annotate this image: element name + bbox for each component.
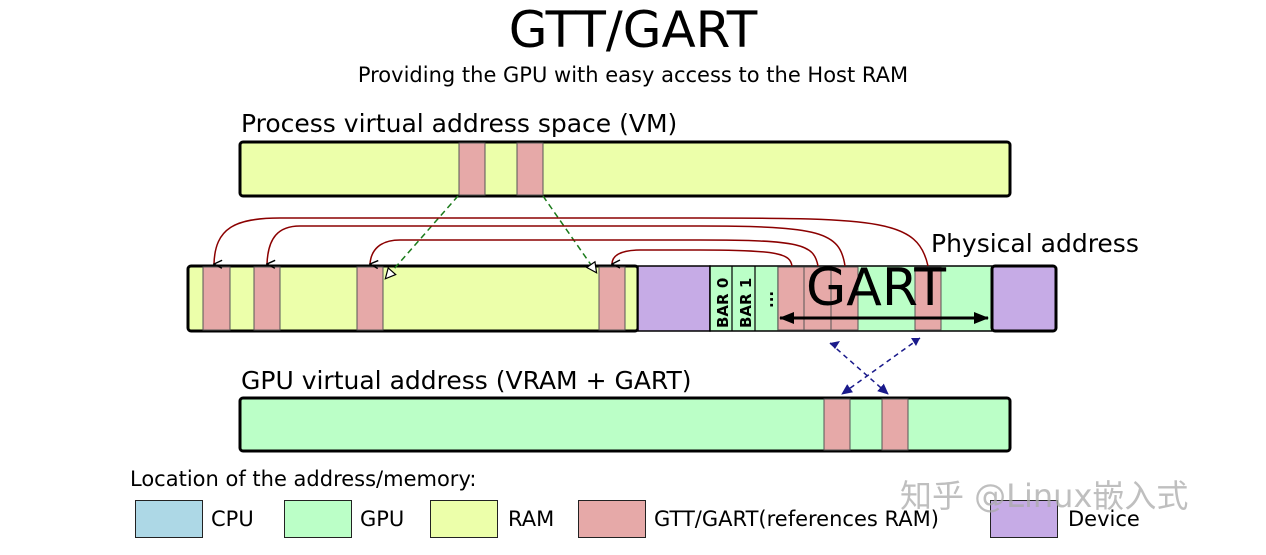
page-subtitle: Providing the GPU with easy access to th… bbox=[357, 63, 909, 87]
legend-label-gpu: GPU bbox=[360, 507, 405, 531]
legend: CPU GPU RAM GTT/GART(references RAM) Dev… bbox=[0, 500, 1266, 544]
bar1-label: BAR 1 bbox=[737, 277, 755, 328]
legend-label-gtt: GTT/GART(references RAM) bbox=[654, 507, 939, 531]
watermark: 知乎 @Linux嵌入式 bbox=[900, 477, 1189, 515]
gpu-va-label: GPU virtual address (VRAM + GART) bbox=[241, 366, 692, 395]
legend-label-ram: RAM bbox=[508, 507, 555, 531]
gart-label: GART bbox=[806, 258, 946, 318]
legend-swatch-ram bbox=[430, 500, 498, 538]
process-vm-label: Process virtual address space (VM) bbox=[241, 109, 678, 138]
legend-swatch-gtt bbox=[578, 500, 646, 538]
vm-to-ram-arrows bbox=[384, 195, 598, 280]
bar0-label: BAR 0 bbox=[714, 277, 732, 328]
physical-address-label: Physical address bbox=[931, 229, 1139, 258]
physical-address-bar bbox=[186, 264, 1058, 333]
legend-swatch-cpu bbox=[135, 500, 203, 538]
legend-swatch-gpu bbox=[284, 500, 352, 538]
gart-to-gpu-arrows bbox=[829, 337, 921, 395]
process-vm-bar bbox=[238, 140, 1012, 198]
gart-reference-arrows bbox=[214, 217, 929, 266]
legend-title: Location of the address/memory: bbox=[130, 467, 477, 491]
legend-label-cpu: CPU bbox=[211, 507, 254, 531]
bar-more-label: ... bbox=[759, 290, 777, 308]
page-title: GTT/GART bbox=[508, 1, 758, 59]
gpu-va-bar bbox=[238, 396, 1012, 453]
legend-swatch-device bbox=[990, 500, 1058, 538]
legend-label-device: Device bbox=[1068, 507, 1140, 531]
